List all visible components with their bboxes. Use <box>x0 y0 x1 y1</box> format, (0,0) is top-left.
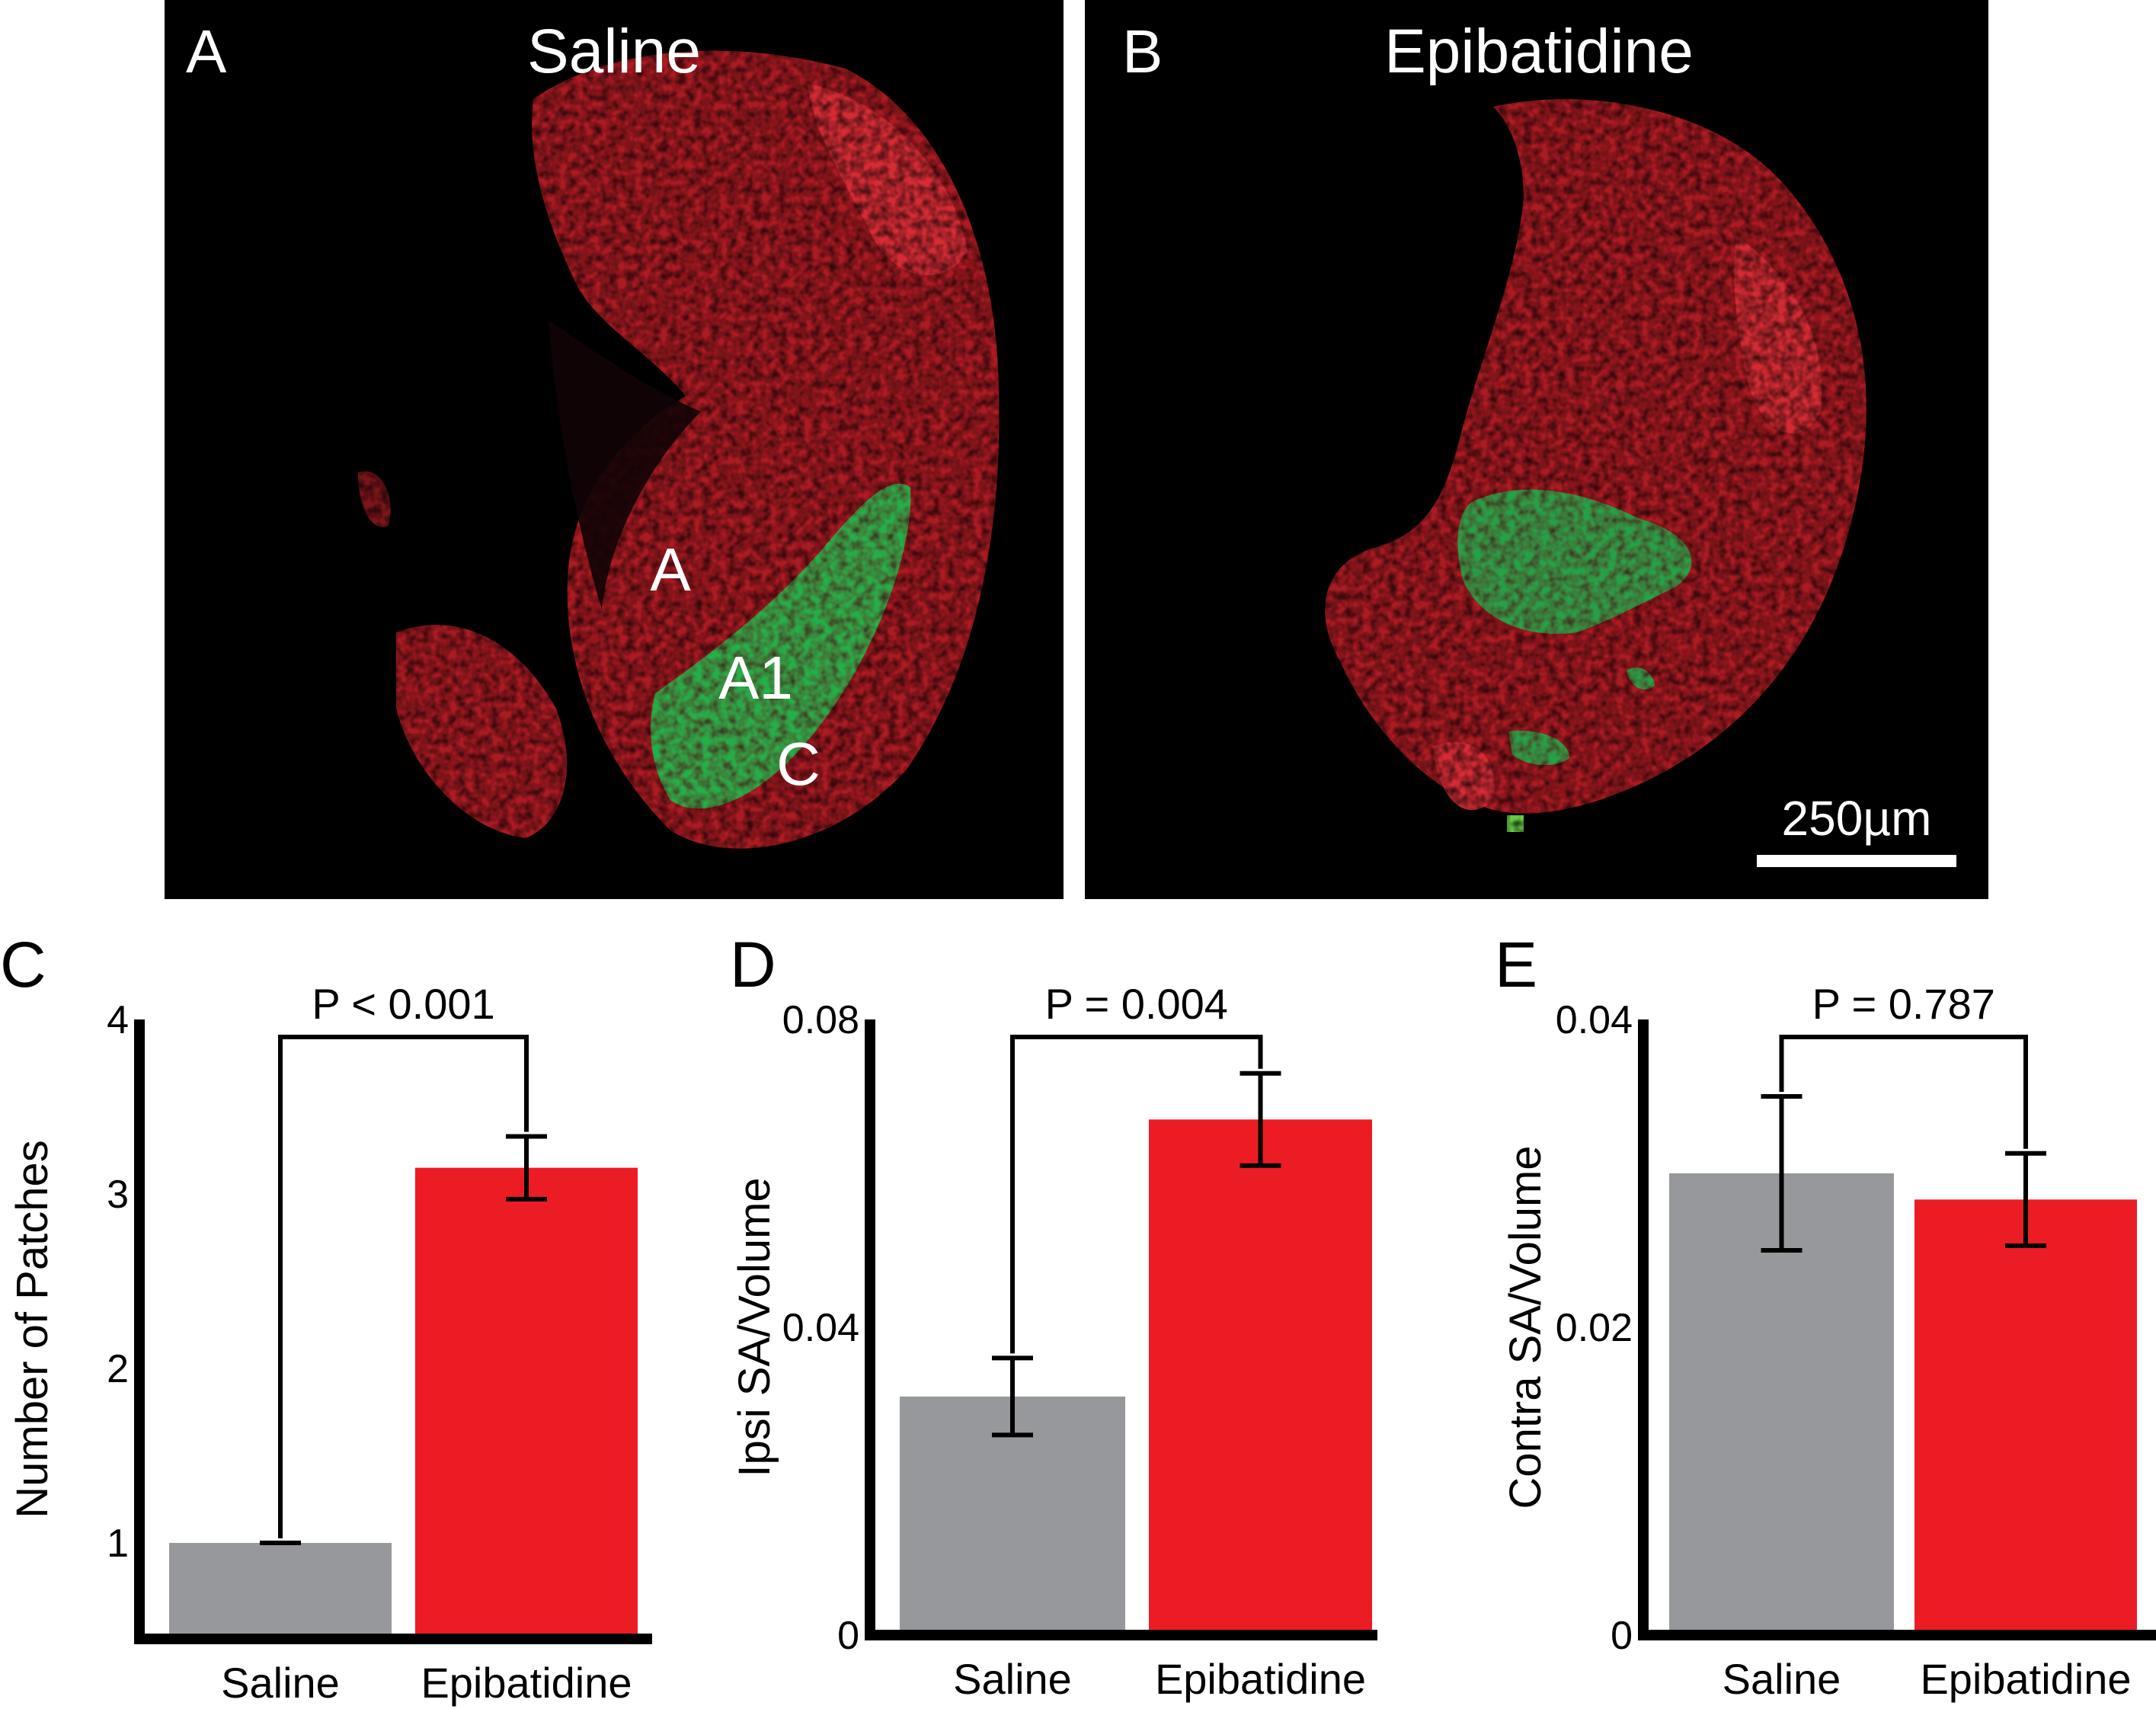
saline-green-patch <box>651 483 911 809</box>
micrograph-saline: A Saline A A1 C <box>165 0 1064 899</box>
significance-label: P = 0.787 <box>1812 980 1995 1028</box>
saline-dark-gap <box>549 320 701 610</box>
y-tick-label: 1 <box>107 1522 129 1566</box>
chart-d: D Saline Epibatidine P = 0.004 0 0.04 0.08Ipsi… <box>730 929 1377 1703</box>
x-tick-label: Saline <box>221 1659 340 1707</box>
y-axis-label: Number of Patches <box>8 1140 57 1518</box>
region-label-c: C <box>776 730 820 798</box>
saline-title: Saline <box>527 17 701 86</box>
y-axis-label: Contra SA/Volume <box>1501 1145 1550 1509</box>
saline-panel-letter: A <box>186 18 227 85</box>
chart-panel-letter: C <box>0 929 46 1000</box>
y-tick-label: 4 <box>107 998 129 1042</box>
saline-tissue <box>358 50 1000 849</box>
epibatidine-title: Epibatidine <box>1384 17 1694 86</box>
epibatidine-tissue <box>1325 99 1867 814</box>
epibatidine-panel-letter: B <box>1122 18 1163 85</box>
region-label-a1: A1 <box>718 644 793 712</box>
x-tick-label: Epibatidine <box>421 1659 632 1707</box>
significance-bracket <box>1010 1035 1263 1354</box>
x-tick-label: Epibatidine <box>1155 1655 1366 1703</box>
y-tick-label: 0.02 <box>1556 1306 1633 1350</box>
chart-panel-letter: D <box>730 929 776 1000</box>
epibatidine-green-patches <box>1457 489 1692 832</box>
y-tick-label: 0.04 <box>782 1306 859 1350</box>
bar-epibatidine <box>1914 1199 2137 1635</box>
y-tick-label: 0.08 <box>782 998 859 1042</box>
chart-panel-letter: E <box>1495 929 1537 1000</box>
x-tick-label: Saline <box>953 1655 1072 1703</box>
chart-e: E Saline Epibatidine P = 0.787 0 0.02 0.04Cont… <box>1495 929 2156 1703</box>
bar-saline <box>169 1543 392 1639</box>
significance-label: P = 0.004 <box>1045 980 1228 1028</box>
bar-epibatidine <box>1149 1119 1372 1635</box>
region-label-a: A <box>650 536 691 603</box>
micrograph-epibatidine: 250µm B Epibatidine <box>1085 0 1988 899</box>
y-tick-label: 2 <box>107 1347 129 1391</box>
significance-bracket <box>1779 1035 2028 1149</box>
x-tick-label: Saline <box>1723 1655 1841 1703</box>
y-axis-label: Ipsi SA/Volume <box>730 1177 779 1477</box>
y-tick-label: 0.04 <box>1556 998 1633 1042</box>
scale-bar-label: 250µm <box>1782 791 1932 846</box>
significance-label: P < 0.001 <box>312 980 494 1028</box>
bar-epibatidine <box>415 1167 638 1639</box>
significance-bracket <box>278 1035 529 1539</box>
scale-bar <box>1757 855 1956 867</box>
y-tick-label: 0 <box>1611 1614 1633 1658</box>
y-tick-label: 0 <box>837 1614 859 1658</box>
y-tick-label: 3 <box>107 1173 129 1217</box>
x-tick-label: Epibatidine <box>1920 1655 2131 1703</box>
